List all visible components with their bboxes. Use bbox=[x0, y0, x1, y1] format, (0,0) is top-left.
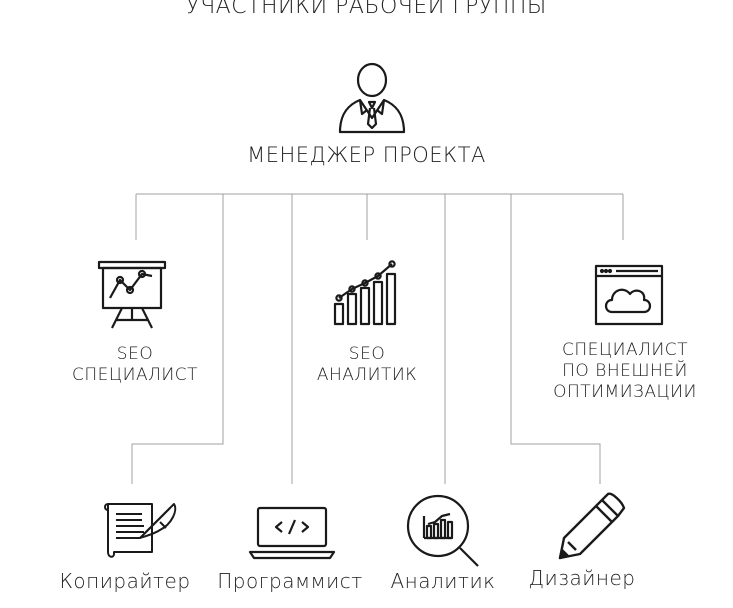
presentation-chart-icon bbox=[97, 260, 167, 329]
cloud-browser-icon bbox=[594, 264, 664, 326]
magnifier-chart-icon bbox=[406, 494, 479, 567]
document-feather-icon bbox=[104, 503, 177, 558]
diagram-title: УЧАСТНИКИ РАБОЧЕЙ ГРУППЫ bbox=[186, 0, 547, 19]
pencil-icon bbox=[558, 492, 626, 560]
analyst-label: Аналитик bbox=[390, 569, 496, 593]
bar-growth-chart-icon bbox=[333, 260, 397, 326]
programmer-label: Программист bbox=[217, 569, 363, 593]
seo-specialist-label: SEO СПЕЦИАЛИСТ bbox=[72, 344, 198, 385]
copywriter-label: Копирайтер bbox=[59, 569, 191, 593]
external-optimization-specialist-label: СПЕЦИАЛИСТ ПО ВНЕШНЕЙ ОПТИМИЗАЦИИ bbox=[553, 340, 697, 402]
laptop-code-icon bbox=[248, 506, 336, 560]
manager-label: МЕНЕДЖЕР ПРОЕКТА bbox=[247, 143, 486, 167]
manager-icon bbox=[338, 62, 406, 134]
designer-label: Дизайнер bbox=[528, 566, 636, 590]
seo-analyst-label: SEO АНАЛИТИК bbox=[316, 344, 418, 385]
